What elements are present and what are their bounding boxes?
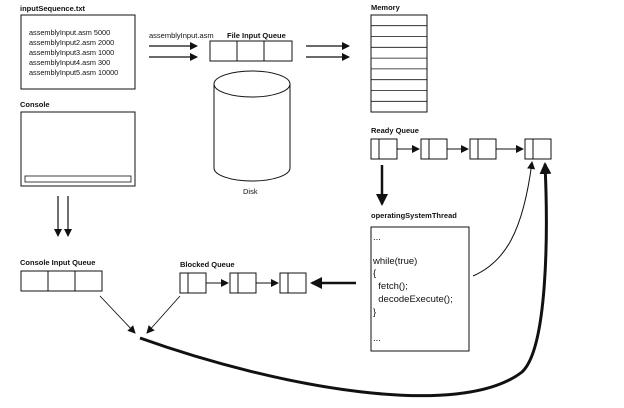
ready-queue-title: Ready Queue xyxy=(371,126,419,135)
disk-label: Disk xyxy=(243,187,258,196)
ready-queue-node-1 xyxy=(370,138,398,160)
blocked-queue-title: Blocked Queue xyxy=(180,260,235,269)
arrow-return-to-ready-queue xyxy=(139,162,552,398)
double-arrow-to-file-queue xyxy=(149,42,198,61)
os-thread-code-line-1: ... xyxy=(373,232,381,243)
console-input-bar xyxy=(24,175,132,183)
memory-stack xyxy=(370,14,428,113)
input-file-line-1: assemblyInput.asm 5000 xyxy=(29,28,110,37)
os-thread-code-line-5: decodeExecute(); xyxy=(373,294,453,305)
os-thread-code-line-4: fetch(); xyxy=(373,281,408,292)
double-arrow-to-console-queue xyxy=(54,196,72,237)
blocked-queue-node-1 xyxy=(179,272,207,294)
arrow-label-asm: assemblyInput.asm xyxy=(149,31,214,40)
ready-queue-node-2 xyxy=(420,138,448,160)
os-thread-code-line-3: { xyxy=(373,268,376,279)
input-file-line-2: assemblyInput2.asm 2000 xyxy=(29,38,114,47)
ready-queue-node-3 xyxy=(469,138,497,160)
input-file-box xyxy=(20,14,136,90)
ready-queue-node-4 xyxy=(524,138,552,160)
memory-title: Memory xyxy=(371,3,401,12)
console-input-queue-title: Console Input Queue xyxy=(20,258,95,267)
arrow-thread-to-ready-queue xyxy=(472,161,536,277)
console-title: Console xyxy=(20,100,50,109)
double-arrow-to-memory xyxy=(306,42,350,61)
input-file-line-5: assemblyInput5.asm 10000 xyxy=(29,68,118,77)
os-thread-box xyxy=(370,226,470,352)
os-thread-code-line-7: ... xyxy=(373,333,381,344)
os-thread-code-line-2: while(true) xyxy=(372,256,417,267)
blocked-queue-node-3 xyxy=(279,272,307,294)
os-thread-code-line-6: } xyxy=(373,307,376,318)
input-file-line-4: assemblyInput4.asm 300 xyxy=(29,58,110,67)
console-box xyxy=(20,111,136,187)
file-input-queue xyxy=(209,40,293,62)
arrow-blocked-queue-converge xyxy=(146,295,181,334)
input-file-line-3: assemblyInput3.asm 1000 xyxy=(29,48,114,57)
console-input-queue xyxy=(20,270,103,292)
input-file-title: inputSequence.txt xyxy=(20,4,86,13)
blocked-queue-node-2 xyxy=(229,272,257,294)
os-thread-title: operatingSystemThread xyxy=(371,211,457,220)
disk-cylinder xyxy=(213,70,291,182)
file-input-queue-title: File Input Queue xyxy=(227,31,286,40)
arrow-console-queue-converge xyxy=(99,295,136,334)
